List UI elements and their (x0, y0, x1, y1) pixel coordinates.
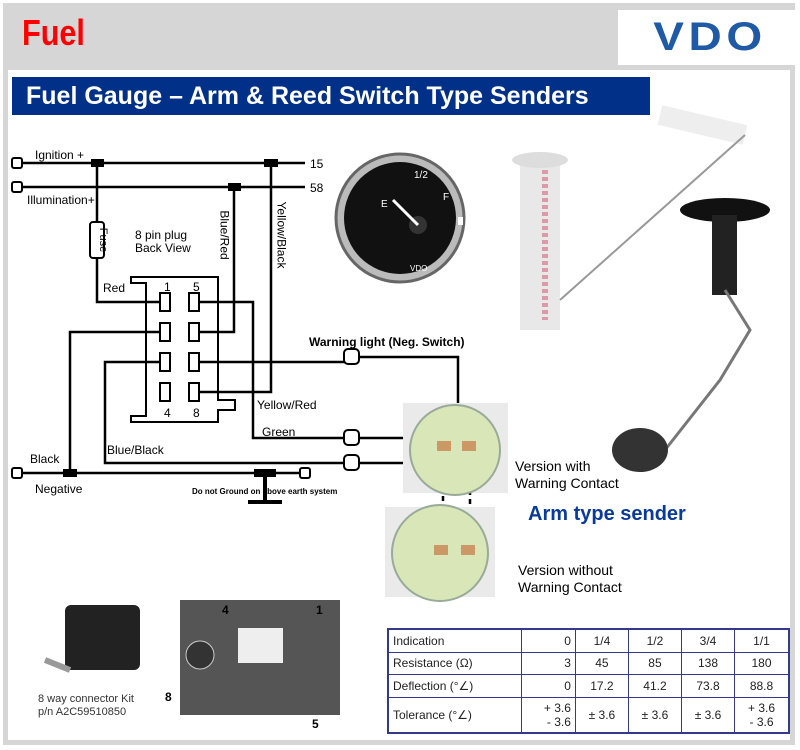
pin-4 (159, 382, 171, 402)
pin-label-5: 5 (193, 280, 200, 294)
label-red: Red (103, 281, 126, 295)
label-plug-2: Back View (135, 241, 191, 255)
fuel-gauge-image (334, 152, 466, 284)
label-black: Black (30, 452, 60, 466)
pin-8 (188, 382, 200, 402)
connector-green (343, 429, 360, 446)
callout-8: 8 (165, 690, 172, 704)
supply-lines (22, 161, 305, 189)
table-row: Deflection (°∠) 0 17.2 41.2 73.8 88.8 (387, 674, 790, 698)
fuse (89, 221, 105, 259)
yellow-black-wire (199, 163, 273, 394)
terminal-ground (299, 467, 311, 479)
label-version-without-1: Version without (518, 562, 613, 578)
connector-kit-image (43, 605, 140, 673)
arm-sender-image (559, 105, 770, 472)
table-row: Tolerance (°∠) + 3.6- 3.6 ± 3.6 ± 3.6 ± … (387, 696, 790, 734)
connector-kit-pn: p/n A2C59510850 (38, 706, 127, 718)
label-blue-red: Blue/Red (217, 210, 232, 260)
label-warning-light: Warning light (Neg. Switch) (309, 335, 465, 349)
label-15: 15 (310, 157, 324, 171)
plug-socket-image (180, 600, 340, 715)
label-yellow-black: Yellow/Black (274, 201, 289, 269)
callout-5: 5 (312, 717, 319, 731)
label-plug-1: 8 pin plug (135, 228, 188, 242)
page-title: Fuel (22, 12, 85, 53)
label-negative: Negative (35, 482, 83, 496)
plug-outline (130, 276, 236, 423)
table-row: Indication 0 1/4 1/2 3/4 1/1 (387, 628, 790, 653)
reed-sender-image (512, 152, 568, 330)
label-fuse: Fuse (97, 227, 110, 253)
label-blue-black: Blue/Black (107, 443, 164, 457)
label-version-with-1: Version with (515, 458, 591, 474)
blue-red-wire (199, 187, 236, 334)
sender-spec-table: Indication 0 1/4 1/2 3/4 1/1 Resistance … (387, 628, 790, 734)
connector-blue-black (343, 454, 360, 471)
gauge-e: E (381, 199, 388, 210)
terminal-illumination (11, 181, 23, 193)
callout-4: 4 (222, 603, 229, 617)
label-illumination: Illumination+ (27, 193, 95, 207)
pin-3 (159, 352, 171, 372)
gauge-brand: VDO (410, 264, 428, 273)
black-wire (68, 330, 160, 473)
callout-1: 1 (316, 603, 323, 617)
vdo-logo: VDO (618, 10, 800, 65)
ground-note: Do not Ground on above earth system (192, 487, 338, 496)
sender-base-images (385, 403, 508, 602)
gauge-half: 1/2 (414, 170, 428, 181)
label-version-with-2: Warning Contact (515, 475, 619, 491)
connector-kit-label: 8 way connector Kit (38, 693, 134, 705)
table-row: Resistance (Ω) 3 45 85 138 180 (387, 651, 790, 676)
pin-7 (188, 352, 200, 372)
ground-symbol (248, 473, 282, 504)
label-ignition: Ignition + (35, 148, 85, 162)
pin-label-8: 8 (193, 406, 200, 420)
label-green: Green (262, 425, 296, 439)
pin-label-4: 4 (164, 406, 171, 420)
gauge-f: F (443, 192, 450, 203)
label-yellow-red: Yellow/Red (257, 398, 317, 412)
pin-label-1: 1 (164, 280, 171, 294)
arm-type-sender-title: Arm type sender (528, 503, 686, 525)
label-version-without-2: Warning Contact (518, 579, 622, 595)
pin-5 (188, 292, 200, 312)
section-banner: Fuel Gauge – Arm & Reed Switch Type Send… (12, 77, 650, 115)
terminal-negative (11, 467, 23, 479)
pin-6 (188, 322, 200, 342)
red-wire (95, 163, 160, 304)
terminal-ignition (11, 157, 23, 169)
connector-warning (343, 348, 360, 365)
pin-1 (159, 292, 171, 312)
pin-2 (159, 322, 171, 342)
label-58: 58 (310, 181, 324, 195)
